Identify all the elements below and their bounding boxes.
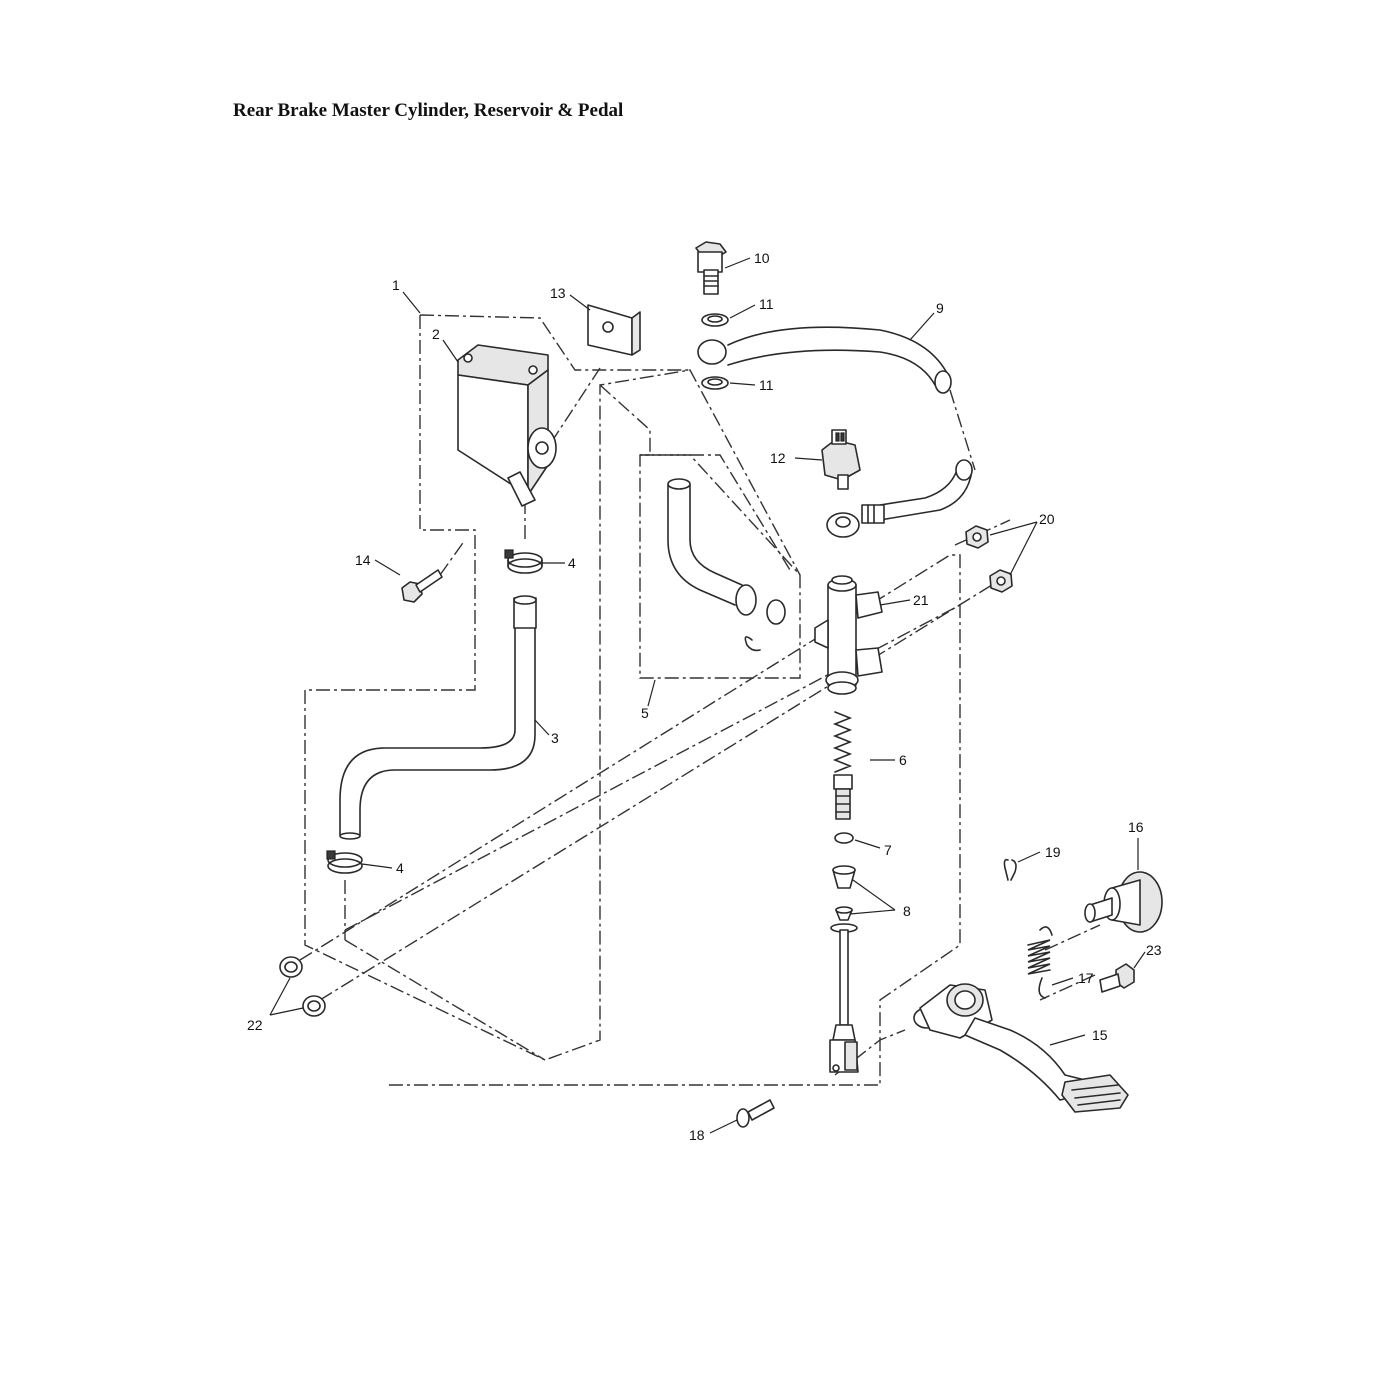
- washer-22-lower-part: [302, 995, 326, 1017]
- callout-labels: 1 2 3 4 4 5 6 7 8 9 10 11 11 12 13 14 15…: [247, 250, 1162, 1143]
- elbow-fitting-part: [667, 478, 786, 652]
- phantom-lines: [299, 314, 1101, 1086]
- callout-1: 1: [392, 277, 400, 293]
- pivot-bolt-part: [1099, 963, 1135, 993]
- brake-pedal-part: [913, 983, 1129, 1113]
- banjo-bolt-part: [695, 241, 727, 295]
- nut-lower-part: [989, 569, 1013, 593]
- callout-9: 9: [936, 300, 944, 316]
- callout-15: 15: [1092, 1027, 1108, 1043]
- callout-19: 19: [1045, 844, 1061, 860]
- page-title: Rear Brake Master Cylinder, Reservoir & …: [233, 100, 624, 121]
- washer-upper-part: [701, 313, 729, 327]
- reservoir-part: [457, 344, 557, 507]
- callout-20: 20: [1039, 511, 1055, 527]
- cotter-pin-part: [1003, 858, 1017, 881]
- callout-22: 22: [247, 1017, 263, 1033]
- nut-upper-part: [965, 525, 989, 549]
- callout-10: 10: [754, 250, 770, 266]
- brake-switch-part: [821, 429, 861, 490]
- callout-3: 3: [551, 730, 559, 746]
- boot-part: [832, 865, 856, 921]
- callout-5: 5: [641, 705, 649, 721]
- callout-11-lower: 11: [759, 377, 774, 393]
- callout-13: 13: [550, 285, 566, 301]
- callout-6: 6: [899, 752, 907, 768]
- washer-lower-part: [701, 376, 729, 390]
- callout-4-upper: 4: [568, 555, 576, 571]
- leader-lines: [269, 257, 1146, 1134]
- return-spring-part: [1027, 926, 1053, 999]
- hose-clamp-lower-part: [326, 850, 363, 874]
- pivot-bushing-part: [1084, 871, 1163, 933]
- callout-7: 7: [884, 842, 892, 858]
- brake-hose-part: [697, 326, 973, 538]
- callout-2: 2: [432, 326, 440, 342]
- clevis-pin-part: [736, 1099, 775, 1128]
- callout-8: 8: [903, 903, 911, 919]
- master-cylinder-part: [814, 575, 883, 695]
- callout-23: 23: [1146, 942, 1162, 958]
- washer-22-upper-part: [279, 956, 303, 978]
- bolt-14-part: [401, 569, 443, 603]
- bracket-part: [587, 304, 641, 356]
- callout-21: 21: [913, 592, 929, 608]
- callout-12: 12: [770, 450, 786, 466]
- oring-part: [834, 832, 854, 844]
- callout-11-upper: 11: [759, 296, 774, 312]
- callout-18: 18: [689, 1127, 705, 1143]
- callout-14: 14: [355, 552, 371, 568]
- piston-kit-part: [832, 711, 853, 820]
- reservoir-hose-part: [339, 595, 537, 840]
- callout-17: 17: [1078, 970, 1094, 986]
- push-rod-part: [829, 923, 859, 1073]
- hose-clamp-upper-part: [504, 549, 543, 574]
- callout-16: 16: [1128, 819, 1144, 835]
- callout-4-lower: 4: [396, 860, 404, 876]
